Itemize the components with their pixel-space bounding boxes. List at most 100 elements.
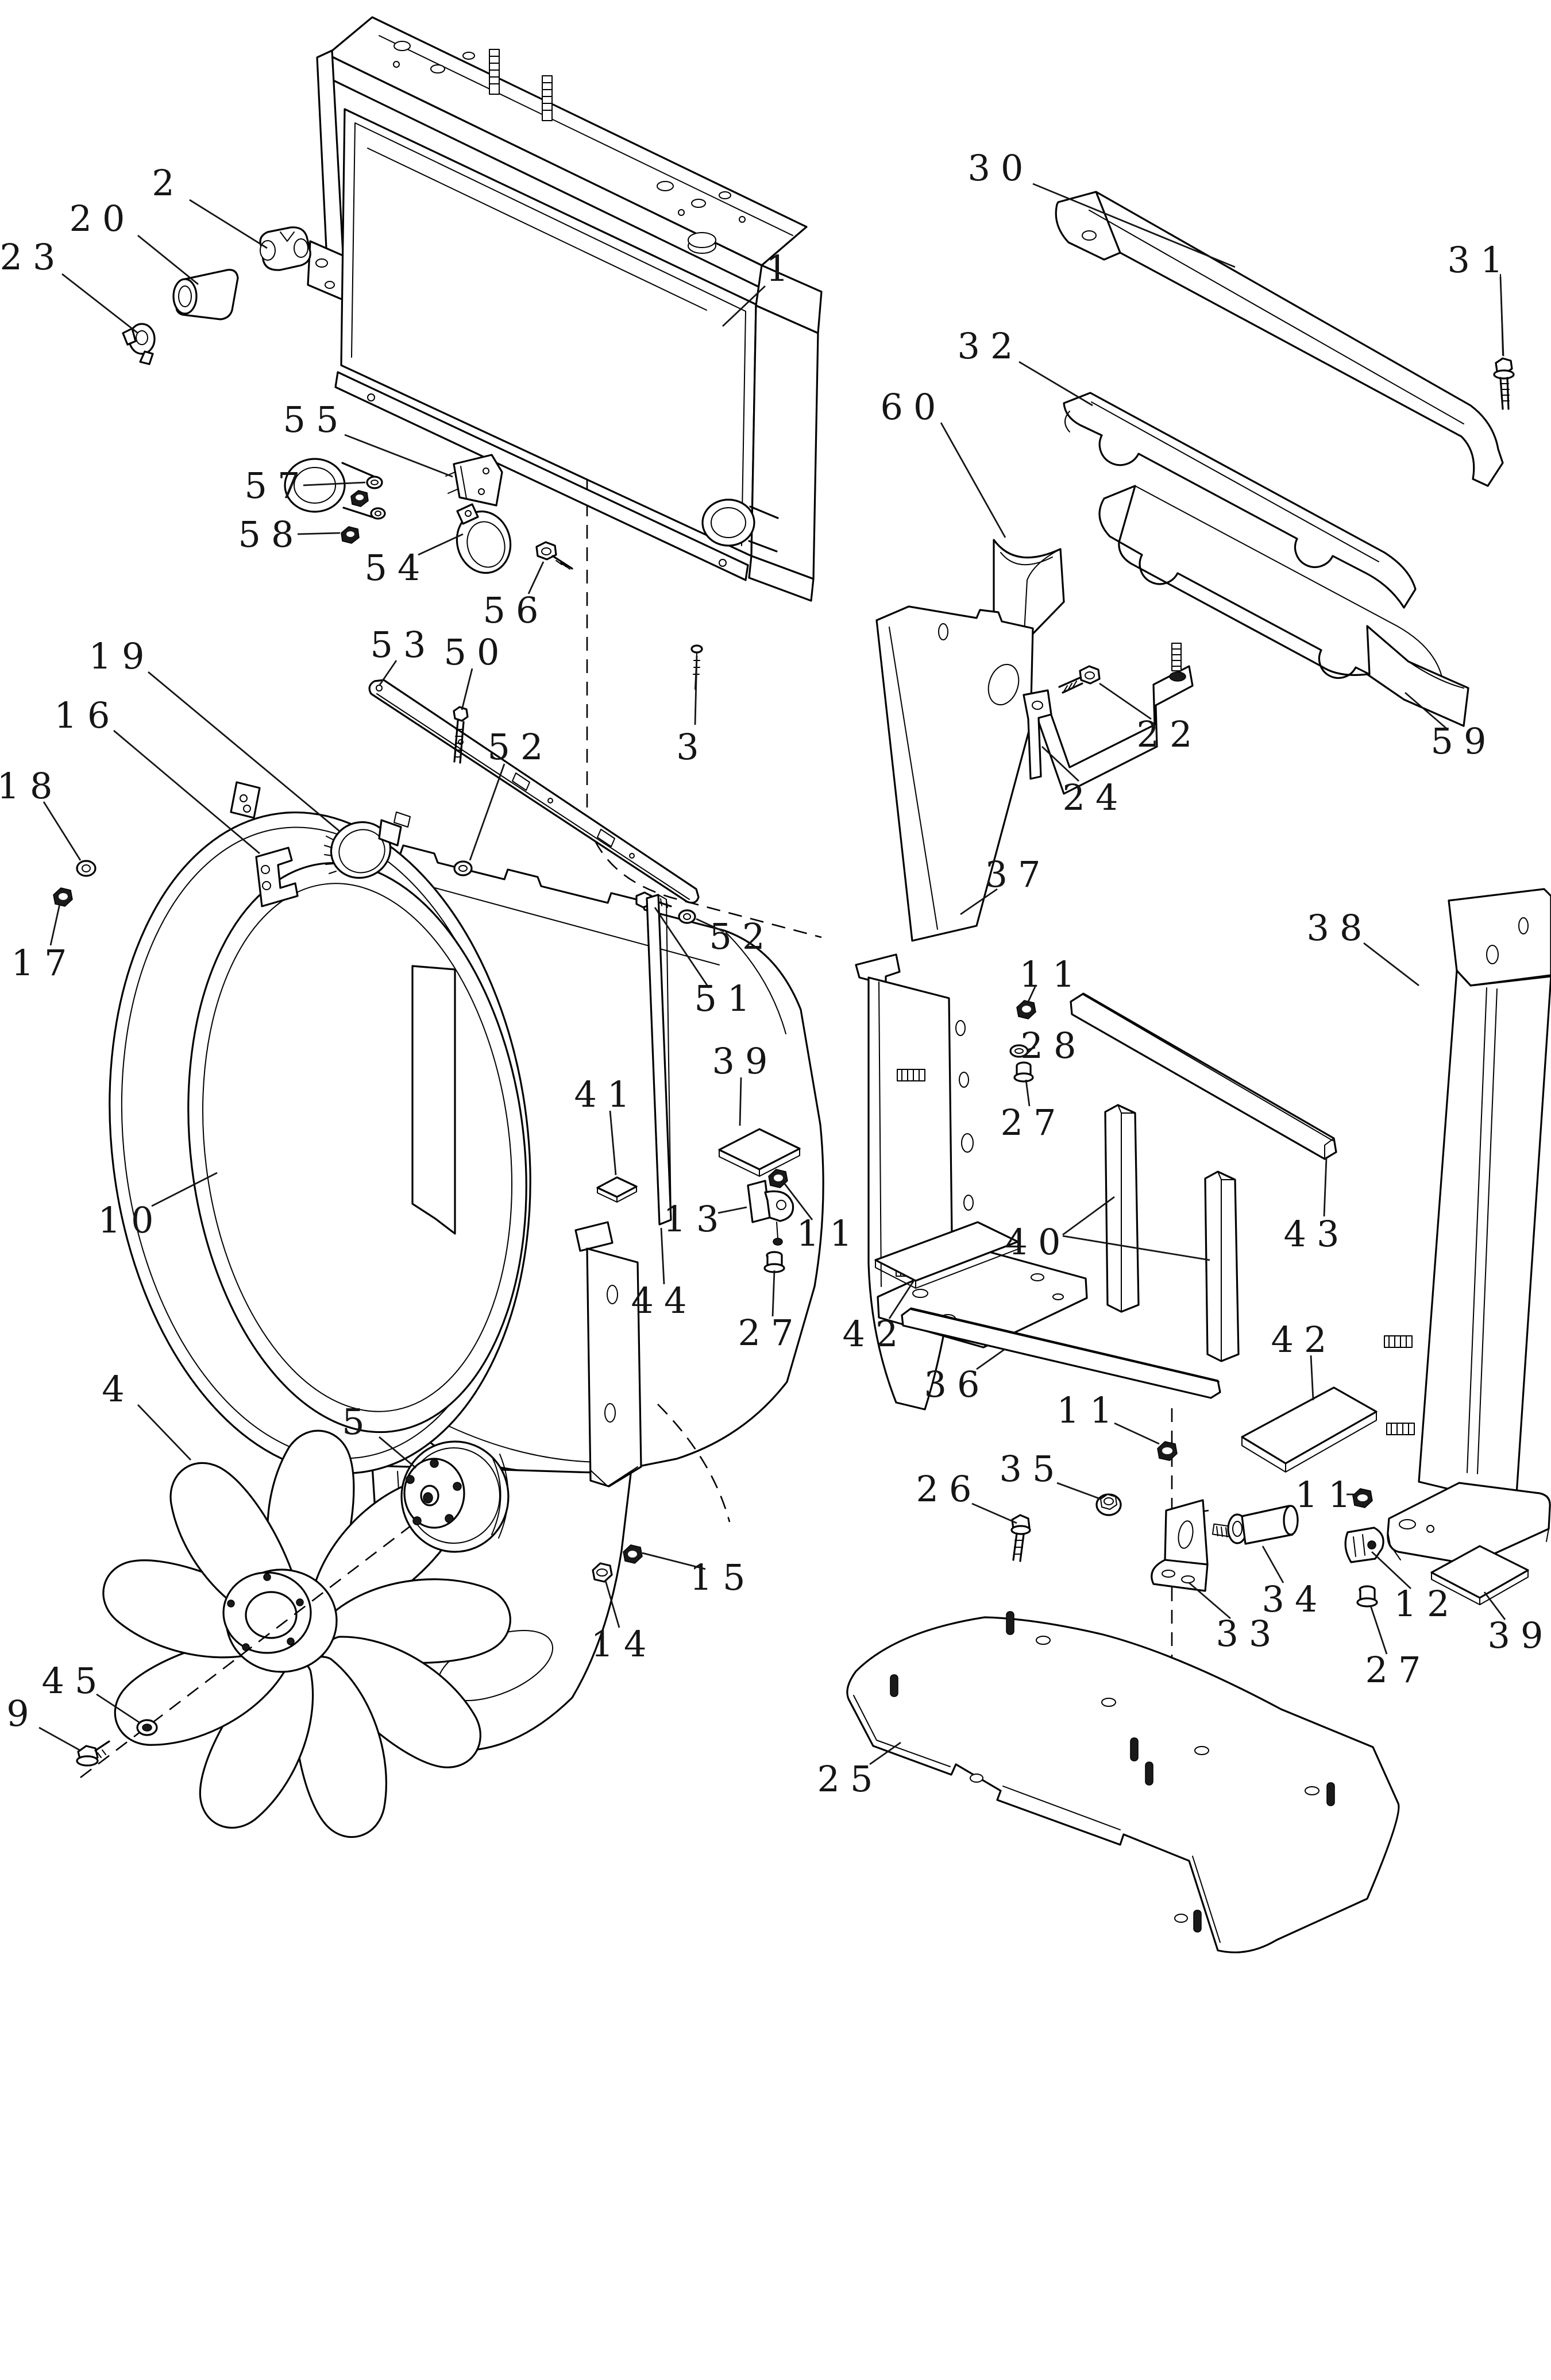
callout-33: 33 — [1189, 1582, 1271, 1655]
part-number-label: 14 — [591, 1623, 657, 1665]
leader-line — [49, 903, 61, 946]
part-number-label: 9 — [6, 1693, 39, 1734]
part-number-label: 27 — [738, 1312, 804, 1354]
washer-57 — [366, 476, 383, 489]
callout-12: 12 — [1371, 1551, 1449, 1625]
callout-11: 11 — [1020, 953, 1075, 1002]
callout-30: 30 — [968, 147, 1236, 268]
callout-15: 15 — [642, 1552, 756, 1598]
frame-stud — [542, 75, 553, 121]
bolt-22 — [1058, 665, 1101, 694]
leader-line — [971, 1502, 1017, 1524]
leader-line — [1499, 276, 1504, 357]
leader-line — [1323, 1157, 1328, 1217]
part-number-label: 41 — [574, 1073, 641, 1115]
part-number-label: 27 — [1001, 1102, 1067, 1143]
callout-37: 37 — [960, 853, 1040, 915]
callout-28: 28 — [1021, 1025, 1087, 1067]
part-number-label: 39 — [712, 1040, 778, 1082]
callout-23: 23 — [0, 236, 138, 334]
nut-11c — [1157, 1441, 1178, 1461]
part-number-label: 11 — [1295, 1474, 1361, 1516]
leader-line — [297, 532, 341, 535]
washer-52b — [678, 909, 696, 924]
part-number-label: 57 — [245, 465, 311, 507]
callout-20: 20 — [70, 198, 199, 285]
leader-line — [189, 199, 268, 249]
leader-line — [717, 1206, 747, 1214]
flanged-nut-35 — [1095, 1493, 1122, 1516]
ferrule-27c — [1356, 1585, 1378, 1608]
leader-line — [1371, 1551, 1411, 1590]
part-number-label: 11 — [797, 1212, 863, 1254]
part-number-label: 38 — [1307, 907, 1373, 949]
leader-line — [888, 1279, 916, 1319]
clamp-13 — [747, 1180, 794, 1246]
leader-line — [1369, 1605, 1388, 1655]
leader-line — [96, 1693, 141, 1724]
saddle-block-60 — [993, 539, 1065, 644]
leader-line — [642, 1552, 706, 1570]
leader-line — [148, 671, 341, 833]
washer-52a — [453, 860, 473, 876]
part-number-label: 15 — [690, 1556, 756, 1598]
pad-41 — [596, 1176, 638, 1203]
part-number-label: 39 — [1488, 1614, 1551, 1656]
washer-45 — [136, 1719, 158, 1736]
callout-40: 40 — [1005, 1196, 1210, 1263]
callout-11: 11 — [781, 1180, 863, 1254]
bolt-50 — [453, 706, 469, 764]
callout-57: 57 — [245, 465, 366, 507]
part-number-label: 3 — [676, 726, 709, 768]
angle-bracket-33 — [1151, 1499, 1209, 1592]
bushing-34 — [1212, 1505, 1299, 1545]
callout-27: 27 — [738, 1270, 804, 1354]
base-plate-25 — [846, 1611, 1400, 1954]
callout-5: 5 — [342, 1401, 416, 1469]
leader-line — [694, 655, 698, 725]
part-number-label: 42 — [1271, 1319, 1337, 1361]
spacer-tube-20 — [172, 269, 239, 320]
callout-1: 1 — [722, 248, 798, 327]
leader-line — [1189, 1582, 1231, 1620]
part-number-label: 2 — [152, 162, 184, 204]
callout-31: 31 — [1448, 239, 1514, 357]
part-number-label: 28 — [1021, 1025, 1087, 1067]
leader-line — [1025, 1079, 1031, 1107]
leader-line — [1310, 1355, 1314, 1401]
part-number-label: 17 — [11, 942, 78, 984]
callout-35: 35 — [1000, 1448, 1101, 1500]
leader-line — [940, 422, 1006, 538]
callout-24: 24 — [1041, 745, 1129, 818]
lower-support-bracket-59 — [1098, 485, 1469, 727]
part-number-label: 27 — [1365, 1649, 1432, 1691]
leader-line — [378, 660, 398, 686]
leader-line — [781, 1180, 813, 1220]
leader-line — [604, 1580, 620, 1628]
callout-11: 11 — [1295, 1474, 1361, 1516]
seal-bar-36 — [901, 1307, 1221, 1399]
radiator-right-port — [701, 499, 779, 552]
callout-14: 14 — [591, 1580, 657, 1665]
leader-line — [739, 1077, 742, 1126]
leader-line — [1018, 361, 1093, 407]
part-number-label: 1 — [766, 248, 798, 289]
callout-41: 41 — [574, 1073, 641, 1176]
washer-28 — [1009, 1044, 1029, 1058]
leader-line — [418, 533, 464, 556]
support-bar-43 — [1070, 992, 1337, 1160]
part-number-label: 25 — [817, 1758, 883, 1800]
part-number-label: 24 — [1063, 776, 1129, 818]
leader-line — [38, 1726, 81, 1752]
nut-17 — [53, 887, 73, 907]
leader-line — [137, 1404, 192, 1461]
callout-27: 27 — [1365, 1605, 1432, 1691]
part-number-label: 31 — [1448, 239, 1514, 281]
part-number-label: 11 — [1057, 1389, 1123, 1431]
callout-39: 39 — [712, 1040, 778, 1126]
callout-39: 39 — [1483, 1591, 1551, 1656]
pad-42b — [1241, 1386, 1378, 1473]
leader-line — [344, 434, 453, 478]
